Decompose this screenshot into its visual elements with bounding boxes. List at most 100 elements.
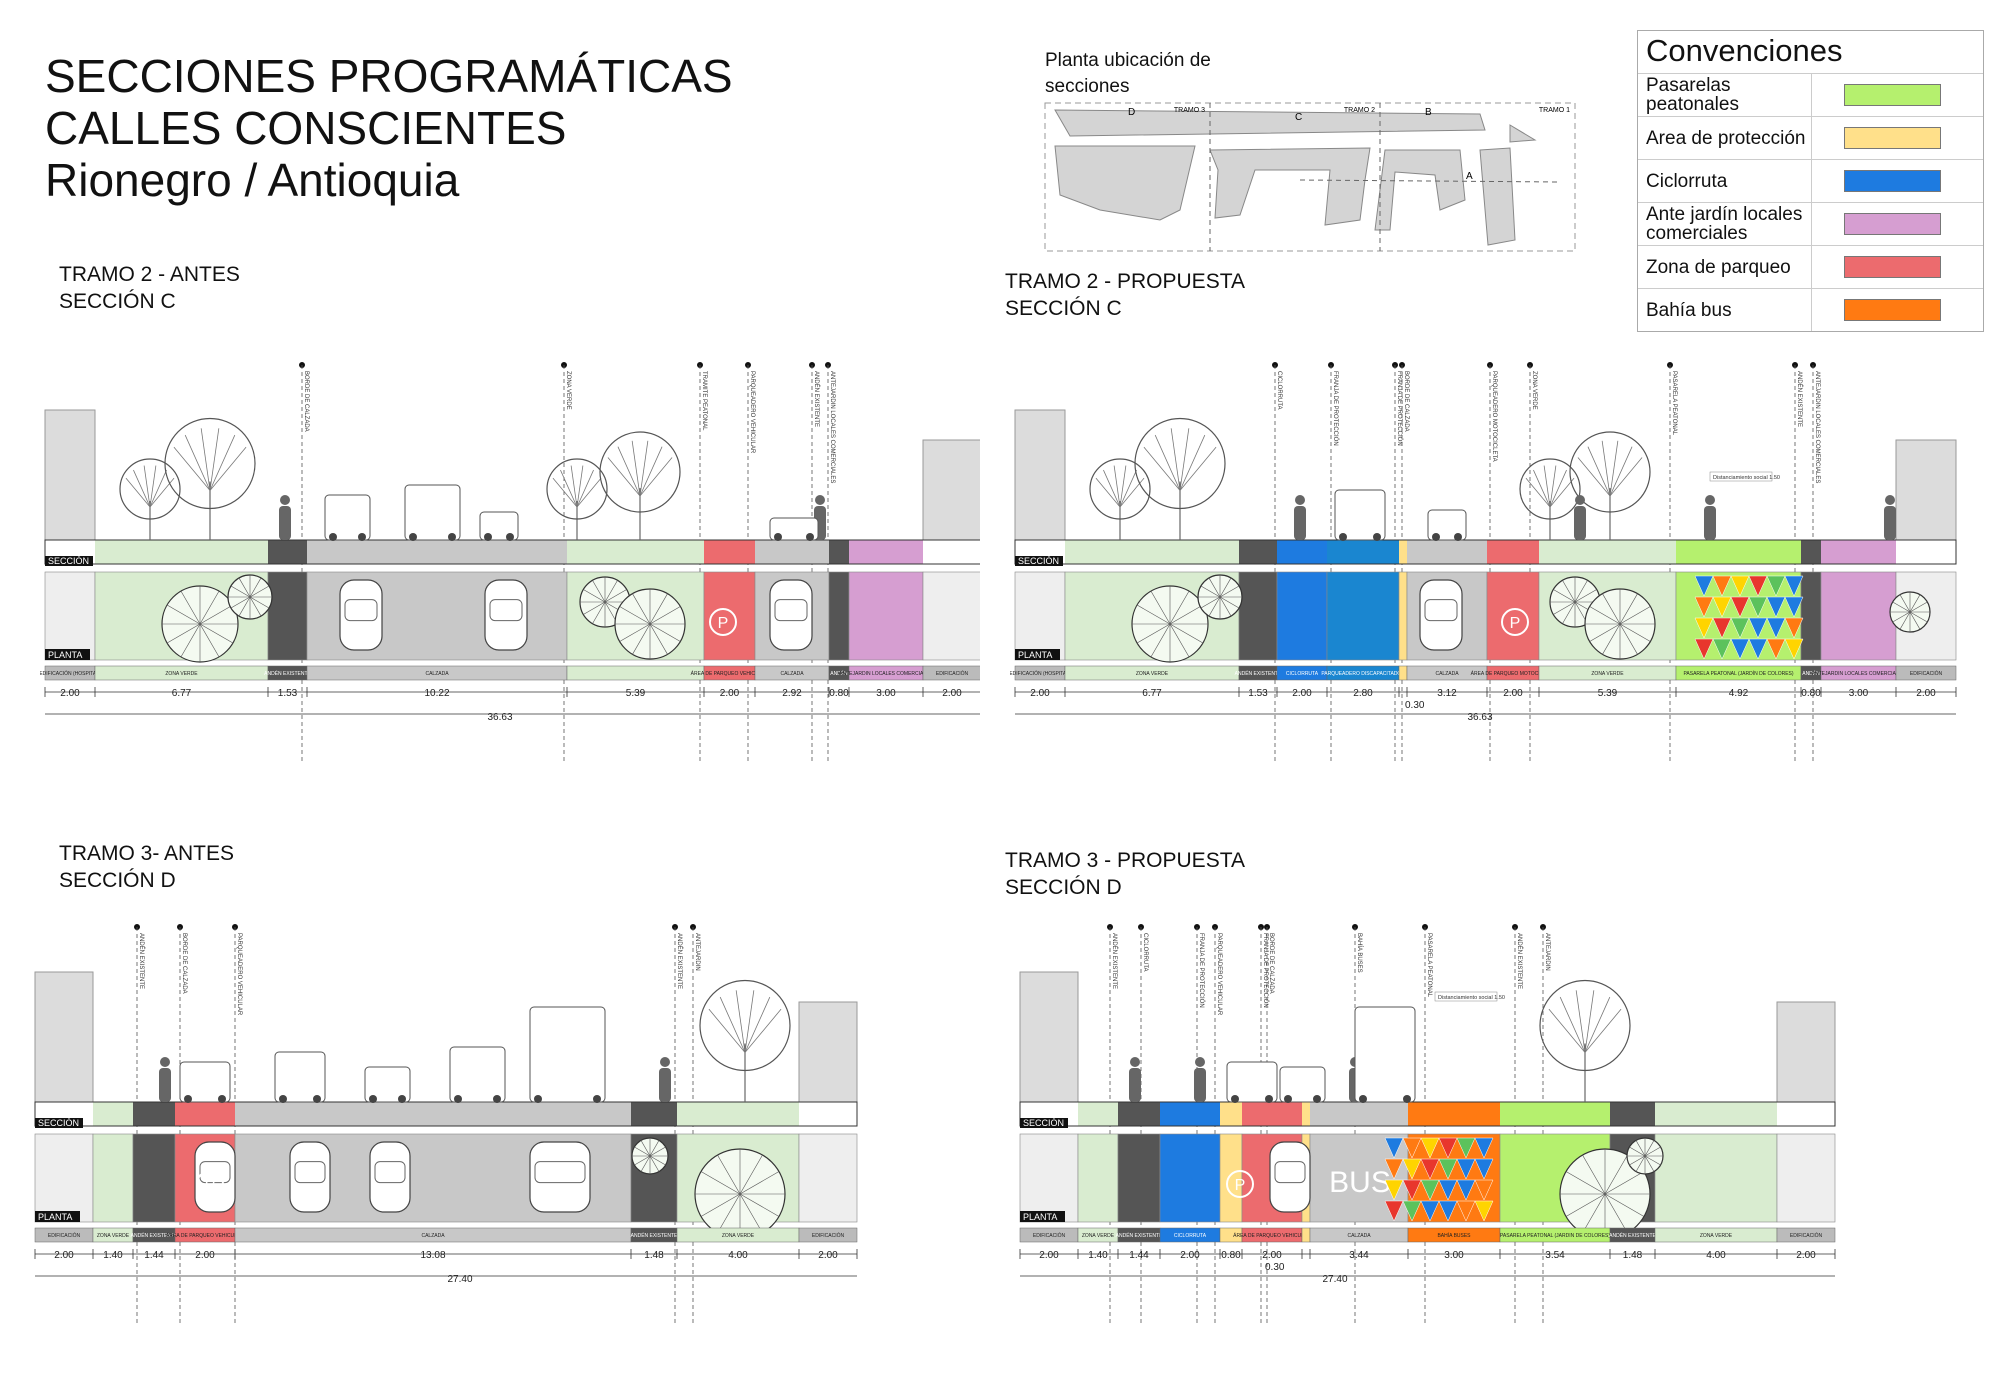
elevation-tree-branch [1584, 996, 1611, 1053]
plan-tree-spoke [634, 1155, 651, 1166]
elevation-tree-crown [599, 431, 681, 513]
colour-garden-tile [1420, 1137, 1440, 1159]
elevation-tree-crown [1089, 458, 1151, 520]
label-bar-text: ANDÉN EXISTENTE [1235, 670, 1282, 677]
elevation-tree-crown [699, 979, 791, 1072]
dimension-value: 2.00 [54, 1250, 74, 1261]
section-strip-band [755, 540, 829, 564]
colour-garden-tile [1384, 1200, 1404, 1222]
elevation-tree-branch [744, 1008, 782, 1053]
label-bar-text: ÁREA DE PARQUEO MOTOCICLETA [1471, 670, 1556, 677]
dimension-value: 5.39 [1598, 688, 1618, 699]
elevation-tree-branch [1584, 990, 1595, 1053]
label-bar-text: EDIFICACIÓN (HOSPITAL) [40, 670, 101, 677]
colour-garden-tile [1694, 575, 1714, 597]
plan-band [1159, 1133, 1221, 1223]
seccion-tag: SECCIÓN [1023, 1118, 1064, 1128]
section-title-tramo2-propuesta: TRAMO 2 - PROPUESTA SECCIÓN C [1005, 268, 1245, 322]
plan-tree-spoke [180, 623, 201, 658]
dimension-value: 2.00 [1916, 688, 1936, 699]
label-bar-text: ANDÉN EXISTENTE [1609, 1232, 1656, 1239]
legend-title: Convenciones [1638, 31, 1983, 74]
elevation-tree-branch [1179, 428, 1190, 491]
plan-tree-spoke [1169, 604, 1204, 625]
elevation-vehicle [179, 1061, 231, 1103]
label-bar-text: ANTEJARDIN LOCALES COMERCIALES [1812, 671, 1906, 677]
label-bar-text: ZONA VERDE [97, 1233, 130, 1239]
section-title-line: TRAMO 2 - PROPUESTA [1005, 270, 1245, 293]
section-strip-band [677, 1102, 799, 1126]
person-head [280, 495, 290, 505]
section-strip-band [95, 540, 268, 564]
elevation-vehicle [364, 1066, 411, 1103]
legend-swatch [1844, 170, 1941, 192]
planta-tag: PLANTA [1018, 650, 1052, 660]
dimension-value: 2.00 [1503, 688, 1523, 699]
elevation-tree-branch [1113, 465, 1121, 508]
colour-garden-tile [1420, 1158, 1440, 1180]
dimension-value: 2.00 [720, 688, 740, 699]
section-title-line: TRAMO 3 - PROPUESTA [1005, 849, 1245, 872]
plan-tree-spoke [700, 1171, 741, 1195]
vehicle-wheel [358, 533, 366, 541]
legend-item-label: Area de protección [1638, 117, 1812, 159]
elevation-tree-branch [639, 440, 649, 497]
annotation-label: PARQUEADERO MOTOCICLETA [1491, 371, 1497, 462]
vehicle-wheel [279, 1095, 287, 1103]
section-strip-band [93, 1102, 133, 1126]
colour-garden-tile [1748, 575, 1768, 597]
plan-tree-spoke [1208, 577, 1221, 598]
section-title-line: TRAMO 3- ANTES [59, 842, 235, 865]
section-strip-band [1065, 540, 1239, 564]
annotation-label: FRANJA DE PROTECCIÓN [1198, 933, 1205, 1008]
annotation-label: PASARELA PEATONAL [1671, 371, 1677, 436]
plan-tree-spoke [1629, 1146, 1646, 1157]
plan-tree-spoke [1604, 1193, 1628, 1234]
plan-tree-spoke [1169, 623, 1204, 644]
plan-tree-spoke [1635, 1155, 1646, 1172]
dimension-value: 2.00 [1030, 688, 1050, 699]
elevation-tree-branch [744, 996, 771, 1053]
vehicle-wheel [1339, 533, 1347, 541]
elevation-tree-branch [735, 990, 746, 1053]
planta-tag-bg [45, 649, 90, 660]
plan-tree-spoke [1619, 606, 1651, 625]
plan-tree-spoke [1219, 577, 1232, 598]
plan-tree-spoke [619, 623, 651, 642]
section-strip-outline [34, 1101, 858, 1127]
section-subtitle-line: SECCIÓN C [1005, 297, 1122, 320]
person-head [1575, 495, 1585, 505]
planta-tag-bg [35, 1211, 80, 1222]
colour-garden-tile [1748, 596, 1768, 618]
elevation-tree-branch [639, 457, 673, 497]
colour-garden-tile [1474, 1137, 1494, 1159]
total-dimension-value: 36.63 [1467, 712, 1492, 723]
plan-tree-spoke [199, 590, 220, 625]
plan-tree-spoke [199, 604, 234, 625]
section-strip-band [1078, 1102, 1118, 1126]
elevation-tree-branch [1559, 996, 1586, 1053]
plan-tree-spoke [619, 606, 651, 625]
street-block-5 [1509, 124, 1537, 143]
seccion-tag: SECCIÓN [1018, 556, 1059, 566]
colour-garden-tile [1438, 1137, 1458, 1159]
section-strip-band [1408, 1102, 1500, 1126]
plan-tree-spoke [649, 593, 668, 625]
plan-tree-spoke [1604, 1154, 1628, 1195]
plan-tree-spoke [1899, 611, 1911, 630]
title-line-1: SECCIONES PROGRAMÁTICAS [45, 50, 733, 102]
elevation-tree-branch [125, 477, 151, 508]
plan-tree-spoke [1892, 601, 1911, 613]
plan-car-roof [344, 599, 378, 622]
label-bar-text: PASARELA PEATONAL (JARDÍN DE COLORES) [1683, 670, 1793, 677]
annotation-label: BORDE DE CALZADA [1403, 371, 1409, 432]
dimension-extra: 0.30 [1265, 1262, 1285, 1273]
elevation-tree-crown [1539, 979, 1631, 1072]
seccion-tag: SECCIÓN [38, 1118, 79, 1128]
plan-band [92, 1133, 134, 1223]
person-head [1130, 1057, 1140, 1067]
plan-tree-spoke [199, 623, 234, 644]
dimension-value: 3.12 [1437, 688, 1457, 699]
note-text: Distanciamiento social 1.50 [1713, 475, 1780, 481]
